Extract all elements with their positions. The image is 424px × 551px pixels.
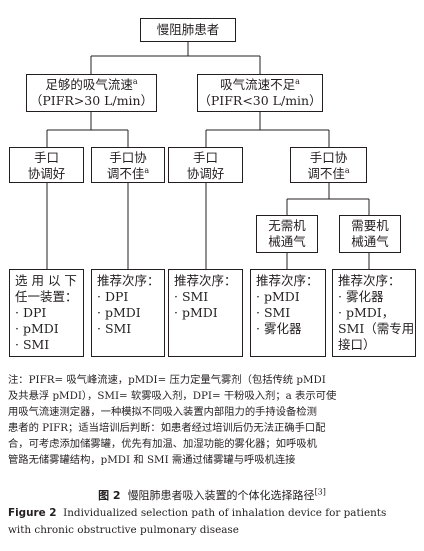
caption-text: with chronic obstructive pulmonary disea… (8, 524, 239, 536)
coordination-poor-node-1: 手口协 调不佳a (91, 147, 165, 183)
note-line: 合，可考虑添加储雾罐，优先有加温、加湿功能的雾化器；如呼吸机 (8, 438, 317, 450)
figure-caption-en: Figure 2 Individualized selection path o… (8, 505, 418, 539)
insufficient-flow-value: （PIFR<30 L/min） (198, 93, 322, 108)
coordination-good-node-1: 手口 协调好 (9, 147, 84, 183)
insufficient-flow-node: 吸气流速不足a （PIFR<30 L/min） (197, 74, 323, 112)
adequate-flow-node: 足够的吸气流速a （PIFR>30 L/min） (26, 74, 157, 112)
coordination-label: 调不佳 (307, 166, 345, 181)
leaf-line: SMI（需专用 (338, 321, 415, 336)
leaf-node-5: 推荐次序： · 雾化器 · pMDI， SMI（需专用 接口） (332, 269, 416, 357)
leaf-line: · DPI (97, 289, 129, 304)
leaf-line: 推荐次序： (174, 273, 237, 288)
ventilation-label: 需要机 (351, 218, 389, 233)
coordination-label: 协调好 (186, 166, 225, 181)
leaf-node-2: 推荐次序： · DPI · pMDI · SMI (91, 269, 165, 357)
no-ventilation-node: 无需机 械通气 (256, 215, 318, 253)
coordination-label: 手口 (192, 150, 218, 165)
caption-label: Figure 2 (8, 507, 57, 519)
coordination-label: 手口 (33, 150, 59, 165)
leaf-line: · pMDI (174, 305, 218, 320)
footnote-mark: a (295, 76, 300, 86)
ventilation-label: 械通气 (351, 234, 389, 249)
leaf-line: · SMI (174, 289, 209, 304)
root-label: 慢阻肺患者 (156, 22, 220, 37)
root-node: 慢阻肺患者 (140, 18, 236, 42)
footnote-mark: a (132, 76, 138, 86)
coordination-label: 手口协 (309, 150, 348, 165)
footnote-mark: a (144, 165, 150, 175)
figure-note: 注：PIFR= 吸气峰流速，pMDI= 压力定量气雾剂（包括传统 pMDI 及共… (8, 372, 418, 468)
leaf-line: 接口） (338, 337, 376, 352)
leaf-line: · 雾化器 (338, 289, 384, 304)
coordination-label: 协调好 (27, 166, 66, 181)
leaf-line: · SMI (97, 321, 132, 336)
caption-text: Individualized selection path of inhalat… (63, 507, 387, 519)
note-line: 患者的 PIFR；适当培训后判断：如患者经过培训后仍无法正确手口配 (8, 422, 326, 434)
coordination-label: 调不佳 (106, 166, 145, 181)
coordination-label: 手口协 (109, 150, 147, 165)
note-line: 用吸气流速测定器，一种模拟不同吸入装置内部阻力的手持设备检测 (8, 406, 317, 418)
footnote-mark: a (344, 165, 350, 175)
note-line: 及共悬浮 pMDI），SMI= 软雾吸入剂，DPI= 干粉吸入剂；a 表示可使 (8, 390, 337, 402)
leaf-node-1: 选 用 以 下 任一装置： · DPI · pMDI · SMI (9, 269, 84, 357)
leaf-line: 任一装置： (15, 289, 78, 304)
leaf-line: · SMI (256, 305, 291, 320)
note-line: 注：PIFR= 吸气峰流速，pMDI= 压力定量气雾剂（包括传统 pMDI (8, 374, 326, 386)
note-line: 管路无储雾罐结构，pMDI 和 SMI 需通过储雾罐与呼吸机连接 (8, 454, 296, 466)
leaf-node-4: 推荐次序： · pMDI · SMI · 雾化器 (250, 269, 326, 357)
leaf-line: 推荐次序： (97, 273, 160, 288)
adequate-flow-label: 足够的吸气流速 (45, 77, 133, 92)
leaf-line: · SMI (15, 337, 50, 352)
coordination-good-node-2: 手口 协调好 (168, 147, 243, 183)
insufficient-flow-label: 吸气流速不足 (220, 77, 296, 92)
leaf-line: 推荐次序： (338, 273, 401, 288)
leaf-line: 选 用 以 下 (15, 273, 77, 288)
leaf-line: · DPI (15, 305, 47, 320)
leaf-line: · 雾化器 (256, 321, 302, 336)
ventilation-label: 无需机 (268, 218, 306, 233)
leaf-line: · pMDI (97, 305, 141, 320)
leaf-line: · pMDI (256, 289, 300, 304)
caption-text: 慢阻肺患者吸入装置的个体化选择路径 (127, 489, 315, 502)
leaf-line: 推荐次序： (256, 273, 319, 288)
needs-ventilation-node: 需要机 械通气 (339, 215, 401, 253)
ventilation-label: 械通气 (268, 234, 306, 249)
leaf-line: · pMDI (15, 321, 59, 336)
adequate-flow-value: （PIFR>30 L/min） (29, 93, 154, 108)
figure-caption-cn: 图 2 慢阻肺患者吸入装置的个体化选择路径[3] (0, 487, 424, 503)
leaf-line: · pMDI， (338, 305, 395, 320)
leaf-node-3: 推荐次序： · SMI · pMDI (168, 269, 243, 357)
caption-label: 图 2 (98, 489, 121, 502)
coordination-poor-node-2: 手口协 调不佳a (290, 147, 367, 183)
caption-ref: [3] (314, 487, 326, 497)
